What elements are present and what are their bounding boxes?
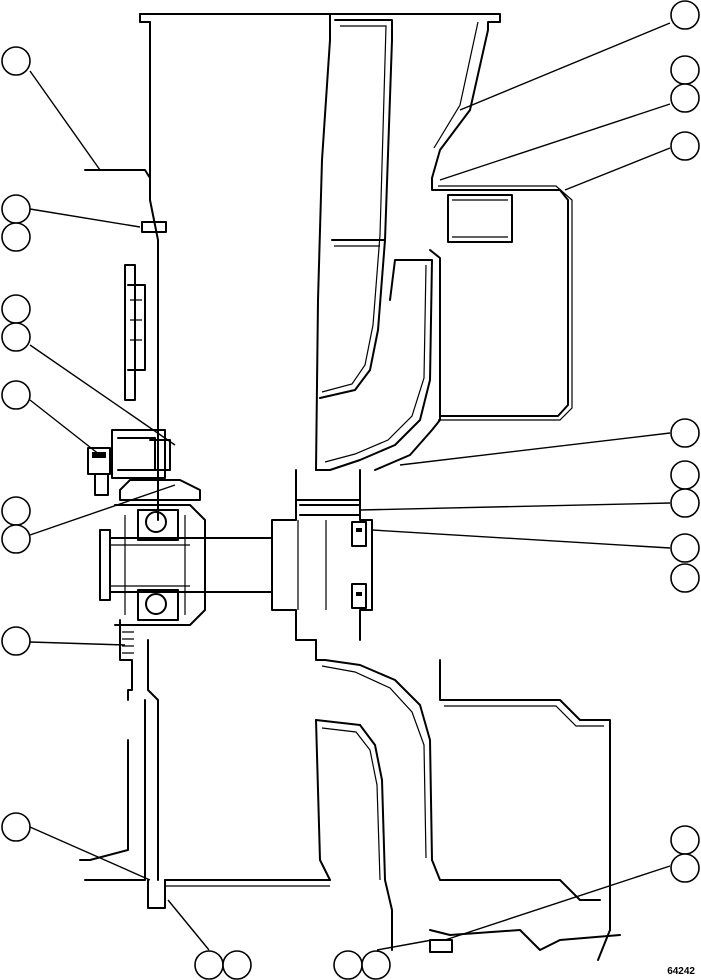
hub-and-shaft [99, 469, 373, 641]
callout-circle [1, 322, 31, 352]
callouts-left [1, 46, 31, 842]
upper-impeller-passage [315, 13, 433, 471]
bearing-assembly [114, 479, 206, 626]
callout-circle [670, 488, 700, 518]
callout-circle [1, 222, 31, 252]
callouts-right [670, 0, 700, 883]
callout-circle [670, 131, 700, 161]
callout-circle [361, 950, 391, 980]
callout-circle [1, 194, 31, 224]
callout-circle [333, 950, 363, 980]
callout-circle [222, 950, 252, 980]
lower-volute [429, 659, 621, 961]
lower-left-housing [79, 169, 166, 909]
callout-circle [670, 0, 700, 30]
callout-circle [1, 496, 31, 526]
upper-volute [374, 177, 573, 471]
callout-circle [670, 563, 700, 593]
callout-circle [1, 812, 31, 842]
callout-circle [1, 294, 31, 324]
callout-circle [670, 418, 700, 448]
drawing-number: 64242 [667, 966, 695, 977]
callout-circle [670, 55, 700, 85]
callout-circle [1, 626, 31, 656]
callout-circle [670, 853, 700, 883]
lower-impeller-passage [164, 639, 433, 951]
top-flange-housing [139, 13, 501, 521]
callout-circle [670, 83, 700, 113]
callout-circle [1, 380, 31, 410]
callout-circle [670, 533, 700, 563]
callout-circle [670, 825, 700, 855]
seal-components [87, 221, 171, 496]
callout-circle [670, 460, 700, 490]
callouts-bottom [194, 950, 391, 980]
callout-circle [194, 950, 224, 980]
callout-circle [1, 46, 31, 76]
leader-lines [29, 22, 671, 951]
callout-circle [1, 524, 31, 554]
